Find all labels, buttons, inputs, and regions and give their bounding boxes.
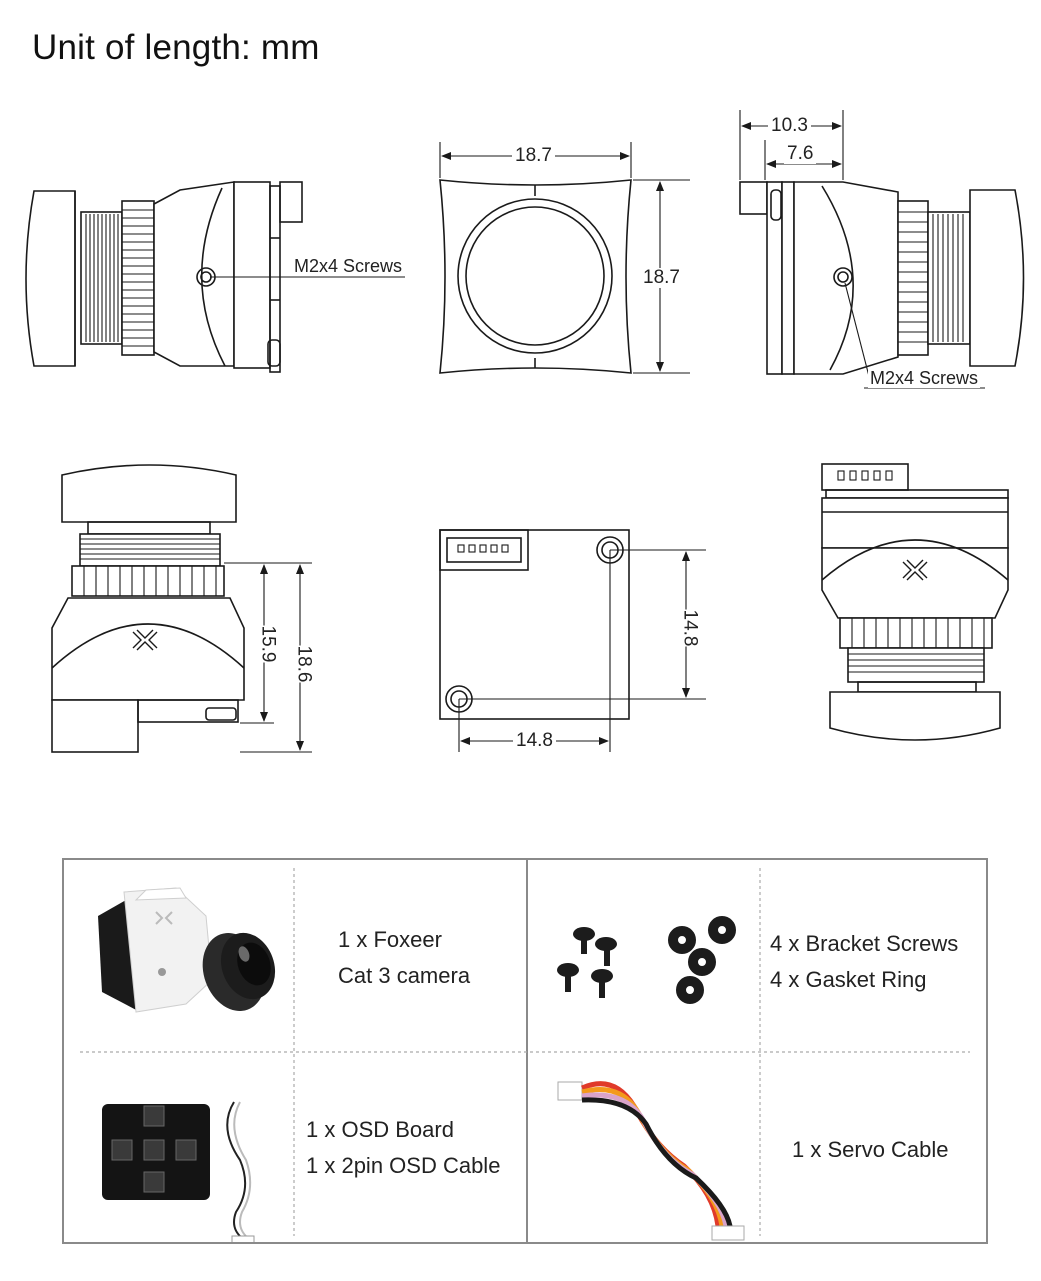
side-view-left: [25, 181, 405, 373]
left-screw-callout: M2x4 Screws: [292, 256, 405, 276]
accessory-osd-text: 1 x OSD Board 1 x 2pin OSD Cable: [306, 1112, 500, 1184]
dim-front-height: 18.7: [640, 268, 683, 288]
bottom-view: [821, 463, 1009, 741]
accessory-camera-text: 1 x Foxeer Cat 3 camera: [338, 922, 470, 994]
dim-front-width: 18.7: [512, 146, 555, 166]
accessory-screws-line1: 4 x Bracket Screws: [770, 931, 959, 956]
dim-back-hole-vertical: 14.8: [677, 609, 702, 647]
accessories-table: 1 x Foxeer Cat 3 camera 4 x Bracket Scre…: [62, 858, 988, 1244]
top-view: [51, 464, 312, 753]
dim-top-height-inner: 15.9: [255, 625, 280, 663]
technical-drawings: [25, 110, 1025, 753]
back-view: [439, 529, 706, 752]
side-view-right: [739, 110, 1025, 389]
accessory-servo-line1: 1 x Servo Cable: [792, 1137, 949, 1162]
accessory-screws-line2: 4 x Gasket Ring: [770, 967, 927, 992]
servo-cable-photo: [557, 1081, 745, 1241]
camera-photo: [98, 887, 276, 1013]
foxeer-x-logo-icon: [132, 629, 158, 651]
front-view: [439, 142, 690, 374]
dim-back-hole-horizontal: 14.8: [513, 731, 556, 751]
dim-right-depth-board: 7.6: [784, 144, 817, 164]
dim-top-height-outer: 18.6: [291, 645, 316, 683]
page-title: Unit of length: mm: [32, 28, 320, 67]
accessory-camera-line2: Cat 3 camera: [338, 963, 471, 988]
table-grid: [80, 860, 970, 1242]
dim-right-depth-overall: 10.3: [768, 116, 811, 136]
osd-board-photo: [102, 1101, 255, 1242]
accessory-servo-text: 1 x Servo Cable: [792, 1132, 949, 1168]
accessory-osd-line2: 1 x 2pin OSD Cable: [306, 1153, 501, 1178]
foxeer-x-logo-icon: [902, 559, 928, 581]
screws-photo: [557, 916, 736, 1004]
accessory-osd-line1: 1 x OSD Board: [306, 1117, 454, 1142]
accessory-camera-line1: 1 x Foxeer: [338, 927, 442, 952]
right-screw-callout: M2x4 Screws: [868, 368, 981, 388]
accessory-screws-text: 4 x Bracket Screws 4 x Gasket Ring: [770, 926, 958, 998]
